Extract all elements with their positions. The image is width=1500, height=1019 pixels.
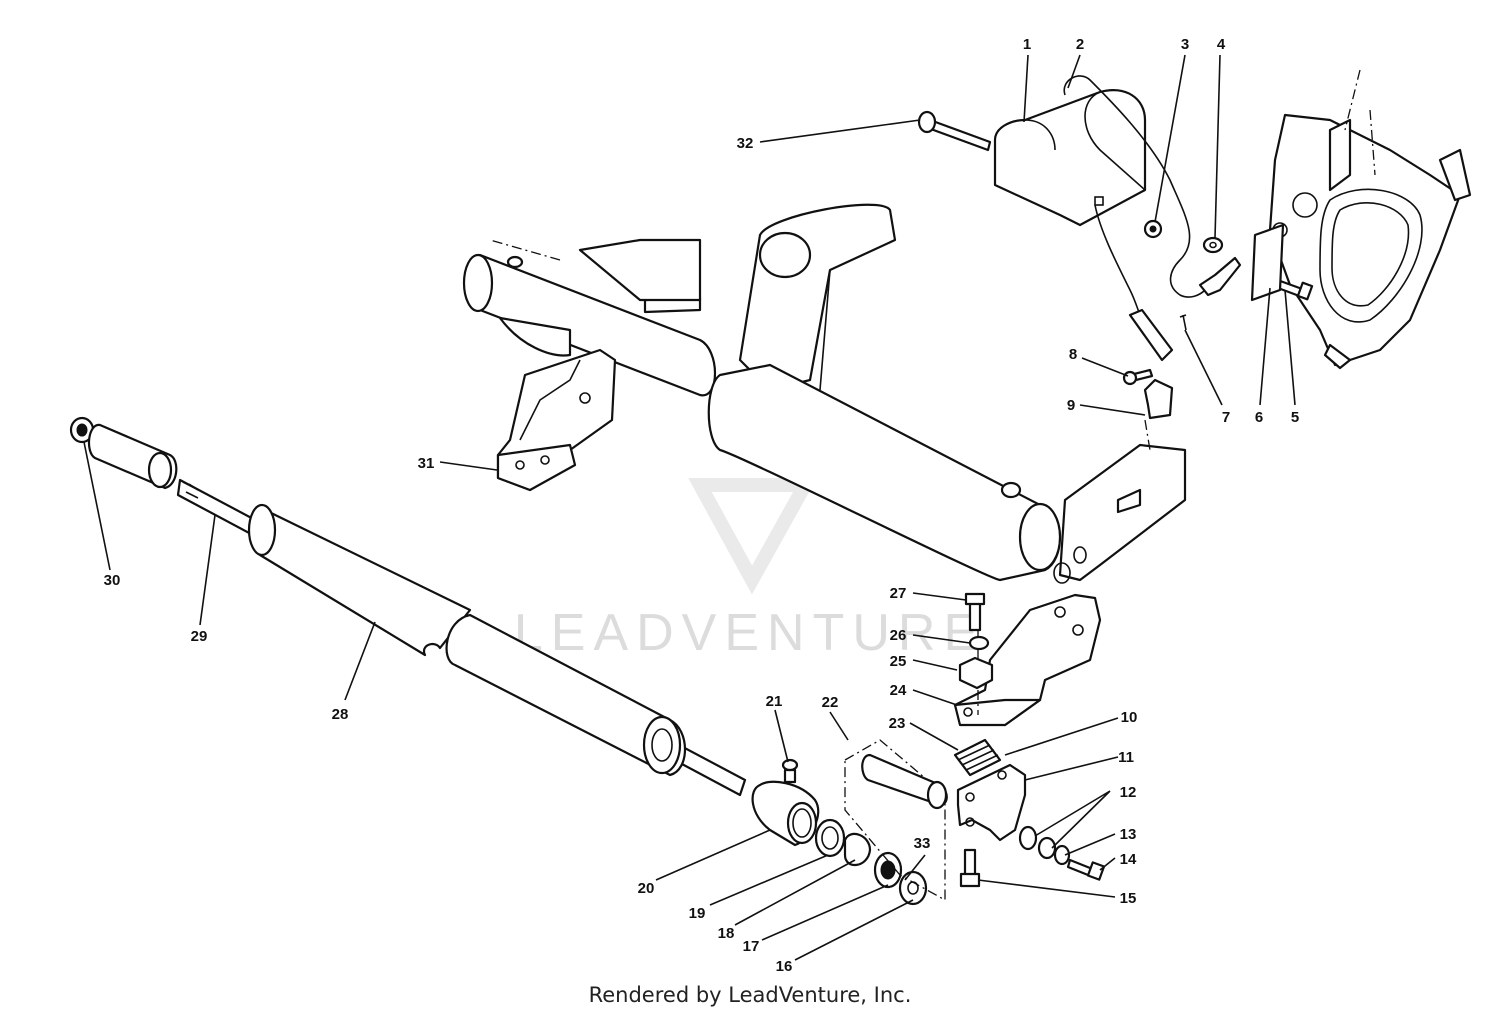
callout-labels: 1 2 3 4 5 6 7 8 9 10 11 12 13 14 15 16 1… (104, 36, 1300, 975)
bolt-5-head (1296, 281, 1314, 301)
callout-31: 31 (418, 455, 435, 472)
callout-29: 29 (191, 628, 208, 645)
callout-2: 2 (1076, 36, 1084, 53)
callout-27: 27 (890, 585, 907, 602)
callout-13: 13 (1120, 826, 1137, 843)
callout-6: 6 (1255, 409, 1263, 426)
callout-33: 33 (914, 835, 931, 852)
callout-19: 19 (689, 905, 706, 922)
bolt-32 (926, 118, 992, 152)
exploded-view: LEADVENTURE (69, 36, 1472, 975)
side-plate (1268, 69, 1472, 370)
cable (1063, 75, 1242, 362)
callout-4: 4 (1217, 36, 1226, 53)
callout-17: 17 (743, 938, 760, 955)
axle-housing (462, 203, 1187, 727)
callout-11: 11 (1118, 749, 1134, 766)
callout-5: 5 (1291, 409, 1299, 426)
callout-1: 1 (1023, 36, 1031, 53)
callout-25: 25 (890, 653, 907, 670)
washer-4-hole (1209, 241, 1217, 249)
callout-26: 26 (890, 627, 907, 644)
callout-7: 7 (1222, 409, 1230, 426)
callout-20: 20 (638, 880, 655, 897)
callout-22: 22 (822, 694, 839, 711)
callout-23: 23 (889, 715, 906, 732)
footer-credit: Rendered by LeadVenture, Inc. (588, 983, 912, 1007)
callout-12: 12 (1120, 784, 1137, 801)
deflector-cover (993, 89, 1147, 227)
roller-assembly (69, 416, 1106, 906)
callout-18: 18 (718, 925, 735, 942)
leader-lines (83, 54, 1296, 961)
screw-8-head (1122, 370, 1138, 386)
callout-3: 3 (1181, 36, 1189, 53)
callout-10: 10 (1121, 709, 1138, 726)
watermark-text: LEADVENTURE (514, 604, 986, 662)
callout-16: 16 (776, 958, 793, 975)
pin-7 (1179, 314, 1187, 331)
callout-15: 15 (1120, 890, 1137, 907)
callout-8: 8 (1069, 346, 1077, 363)
callout-14: 14 (1120, 851, 1137, 868)
clip-9 (1143, 378, 1174, 420)
washer-4 (1202, 236, 1224, 254)
callout-24: 24 (890, 682, 907, 699)
nut-3-hole (1149, 225, 1157, 233)
bracket-plate (1250, 223, 1285, 302)
callout-21: 21 (766, 693, 783, 710)
bolt-32-head (917, 110, 937, 134)
callout-9: 9 (1067, 397, 1075, 414)
callout-32: 32 (737, 135, 754, 152)
callout-30: 30 (104, 572, 121, 589)
callout-28: 28 (332, 706, 349, 723)
